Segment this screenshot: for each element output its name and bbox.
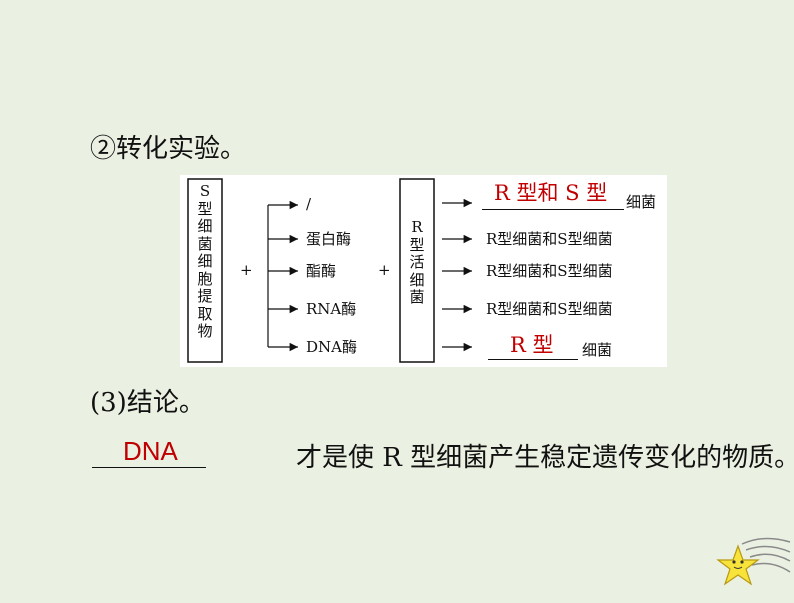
transformation-diagram: S型细菌细胞提取物 + / 蛋白酶 酯酶 RNA酶 DNA酶 + R型活细菌 R… [180,175,667,367]
source-box-label: S型细菌细胞提取物 [197,182,213,340]
conclusion-title: (3)结论。 [90,388,205,418]
heading: ②转化实验。 [90,134,247,164]
answer-dna: DNA [123,436,178,466]
plus-sign-2: + [378,261,391,279]
result-3: R型细菌和S型细菌 [486,262,613,280]
result-4: R型细菌和S型细菌 [486,300,613,318]
source-box [187,178,223,363]
treatment-protease: 蛋白酶 [306,230,352,248]
diagram-lines [187,178,472,363]
result-1-suffix: 细菌 [626,193,657,211]
result-5-suffix: 细菌 [582,341,613,359]
treatment-dnase: DNA酶 [306,338,357,356]
treatment-esterase: 酯酶 [306,262,337,280]
result-2: R型细菌和S型细菌 [486,230,613,248]
plus-sign-1: + [240,261,253,279]
answer-blank-3 [92,467,206,468]
r-bacteria-box [399,178,435,363]
treatment-rnase: RNA酶 [306,300,357,318]
answer-r-and-s: R 型和 S 型 [494,181,608,205]
r-bacteria-box-label: R型活细菌 [409,218,425,306]
answer-r-type: R 型 [510,333,554,357]
answer-blank-2 [488,359,578,360]
conclusion-sentence: 才是使 R 型细菌产生稳定遗传变化的物质。 [296,443,794,473]
answer-blank-1 [482,209,624,210]
treatment-none: / [306,195,312,213]
star-icon [716,537,791,586]
